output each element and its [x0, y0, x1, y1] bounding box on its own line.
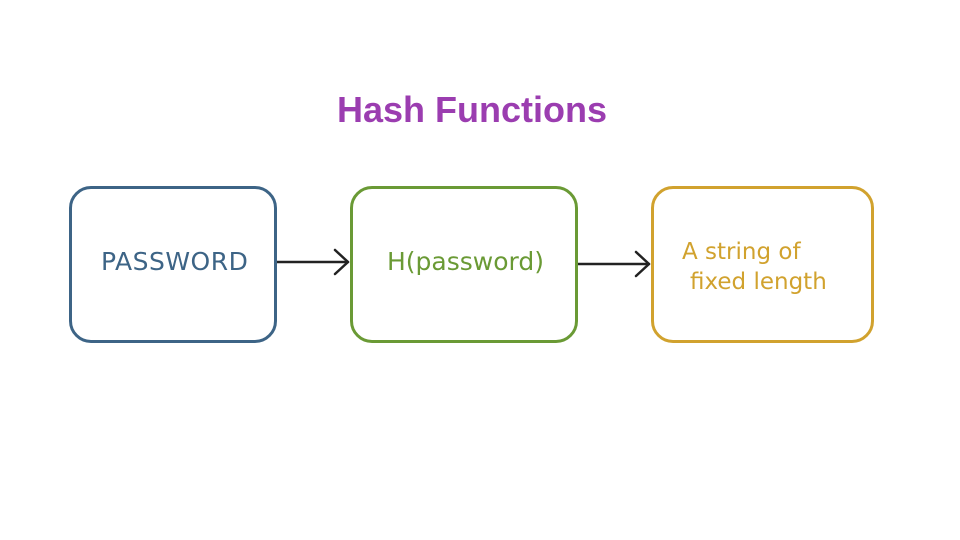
arrow-right-icon — [578, 250, 651, 278]
output-label-line-1: A string of — [682, 239, 801, 265]
hash-function-box: H(password) — [350, 186, 578, 343]
hash-function-label: H(password) — [387, 247, 544, 276]
output-label-line-2: fixed length — [690, 269, 827, 295]
password-label: PASSWORD — [101, 247, 249, 276]
password-box: PASSWORD — [69, 186, 277, 343]
output-box: A string of fixed length — [651, 186, 874, 343]
arrow-right-icon — [277, 248, 350, 276]
slide-title: Hash Functions — [336, 89, 608, 130]
output-label: A string of fixed length — [682, 237, 852, 297]
